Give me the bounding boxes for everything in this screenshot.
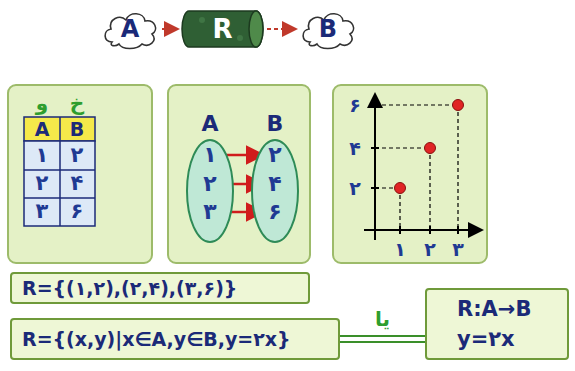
input-mark: و [36, 92, 48, 114]
node-text: R={(۱,۲),(۲,۴),(۳,۶)} [22, 277, 237, 299]
table-header-cell: B [70, 119, 84, 140]
guide-line [399, 188, 400, 230]
mapping-panel [168, 85, 310, 263]
y-tick-label: ۶ [349, 95, 361, 116]
x-tick-label: ۳ [452, 239, 464, 260]
table-rule [24, 169, 95, 171]
ordered-pairs-box: R={(۱,۲),(۲,۴),(۳,۶)} [10, 272, 310, 304]
cylinder-speck [199, 17, 205, 23]
relation-cylinder: R [180, 8, 265, 50]
y-tick-label: ۴ [349, 138, 361, 159]
connector [340, 336, 425, 342]
set-element: ۶ [250, 199, 300, 225]
connector-line [340, 341, 425, 343]
guide-line [375, 147, 430, 148]
point [425, 143, 436, 154]
table-rule [59, 117, 61, 226]
set-name: B [250, 111, 300, 137]
x-tick-label: ۲ [424, 239, 436, 260]
output-cloud: B [298, 8, 358, 50]
cylinder-end [249, 11, 263, 47]
set-builder-box: R={(x,y)|x∈A,y∈B,y=۲x} [10, 318, 340, 360]
x-axis [364, 229, 482, 231]
connector-line [340, 335, 425, 337]
node-text: B [298, 8, 358, 50]
table-header-cell: A [35, 119, 50, 140]
table-cell: ۴ [71, 172, 84, 195]
set-element: ۱ [185, 142, 235, 168]
guide-line [375, 104, 458, 105]
table-cell: ۲ [36, 172, 49, 195]
graph-panel [333, 85, 487, 263]
node-text: R={(x,y)|x∈A,y∈B,y=۲x} [22, 328, 291, 350]
set-element: ۲ [185, 171, 235, 197]
node-text: y=۲x [457, 324, 559, 354]
point [395, 183, 406, 194]
codomain-ellipse: B ۲ ۴۶ [250, 112, 300, 244]
cylinder-speck [237, 35, 243, 41]
table-rule [24, 197, 95, 199]
connector [162, 29, 178, 30]
input-cloud: A [100, 8, 160, 50]
connector-line [267, 28, 296, 30]
table-panel [8, 85, 152, 263]
output-mark: خ [70, 92, 84, 114]
node-text: R [180, 8, 265, 50]
y-axis [374, 94, 376, 240]
y-tick-label: ۲ [349, 178, 361, 199]
set-element: ۳ [185, 199, 235, 225]
connector-label: یا [373, 307, 392, 331]
function-box: R:A→By=۲x [425, 288, 569, 360]
table-cell: ۳ [36, 200, 49, 223]
guide-lines [375, 105, 458, 230]
node-text: A [100, 8, 160, 50]
table-cell: ۱ [36, 144, 49, 167]
connector [267, 29, 296, 30]
connector-line [162, 28, 178, 30]
node-text: R:A→B [457, 294, 559, 324]
set-element: ۴ [250, 171, 300, 197]
set-name: A [185, 111, 235, 137]
table-cell: ۶ [71, 200, 84, 223]
table-cell: ۲ [71, 144, 84, 167]
guide-line [429, 148, 430, 230]
point [453, 100, 464, 111]
set-element: ۲ [250, 142, 300, 168]
x-tick-label: ۱ [394, 239, 406, 260]
guide-line [457, 105, 458, 230]
domain-ellipse: A ۱ ۲۳ [185, 112, 235, 244]
